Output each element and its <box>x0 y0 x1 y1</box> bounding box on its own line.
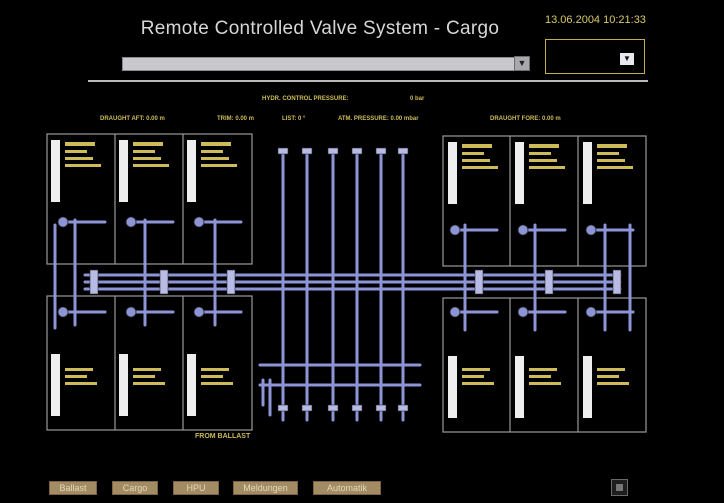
valve-actuator[interactable] <box>585 306 597 318</box>
draught-fore: DRAUGHT FORE: 0.00 m <box>490 116 561 122</box>
window-toggle-icon[interactable] <box>611 479 628 496</box>
valve-actuator[interactable] <box>125 216 137 228</box>
valve-actuator[interactable] <box>449 224 461 236</box>
valve[interactable] <box>397 147 409 155</box>
valve[interactable] <box>277 404 289 412</box>
valve[interactable] <box>612 269 622 295</box>
valve-actuator[interactable] <box>517 224 529 236</box>
valve-actuator[interactable] <box>517 306 529 318</box>
valve[interactable] <box>351 147 363 155</box>
from-ballast-label: FROM BALLAST <box>195 433 251 440</box>
tank-group-fore-lower <box>442 297 647 433</box>
window-title: Remote Controlled Valve System - Cargo <box>140 18 500 39</box>
tank-group-aft-upper <box>46 133 253 265</box>
tank-group-fore-upper <box>442 135 647 267</box>
tank-level-bar <box>51 354 60 416</box>
atm-pressure: ATM. PRESSURE: 0.00 mbar <box>338 116 419 122</box>
tank-level-bar <box>515 142 524 204</box>
valve[interactable] <box>474 269 484 295</box>
valve[interactable] <box>226 269 236 295</box>
valve-plant-diagram: FROM BALLAST <box>46 133 647 440</box>
valve-actuator[interactable] <box>449 306 461 318</box>
list: LIST: 0 ° <box>282 116 306 122</box>
valve[interactable] <box>277 147 289 155</box>
tank-level-bar <box>583 356 592 418</box>
valve-actuator[interactable] <box>57 216 69 228</box>
valve[interactable] <box>327 404 339 412</box>
tank-level-bar <box>515 356 524 418</box>
hydr-pressure-label: HYDR. CONTROL PRESSURE: <box>262 96 349 102</box>
valve[interactable] <box>544 269 554 295</box>
menu-button-cargo[interactable]: Cargo <box>112 481 158 495</box>
draught-aft: DRAUGHT AFT: 0.00 m <box>100 116 165 122</box>
login-box <box>545 39 645 74</box>
hydr-pressure-value: 0 bar <box>410 96 425 102</box>
tank-level-bar <box>119 354 128 416</box>
tank-level-bar <box>187 140 196 202</box>
tank-level-bar <box>51 140 60 202</box>
header-divider <box>88 80 648 82</box>
tank-level-bar <box>448 356 457 418</box>
valve[interactable] <box>375 147 387 155</box>
valve-actuator[interactable] <box>57 306 69 318</box>
tank-level-bar <box>187 354 196 416</box>
tank-group-aft-lower <box>46 295 253 431</box>
valve[interactable] <box>301 147 313 155</box>
valve-actuator[interactable] <box>125 306 137 318</box>
menu-button-automatik[interactable]: Automatik <box>313 481 381 495</box>
menu-button-hpu[interactable]: HPU <box>173 481 219 495</box>
valve[interactable] <box>327 147 339 155</box>
menu-button-meldungen[interactable]: Meldungen <box>233 481 298 495</box>
tank-level-bar <box>448 142 457 204</box>
login-button[interactable]: ▼ <box>620 53 634 65</box>
valve-actuator[interactable] <box>193 216 205 228</box>
tank-selector-dropdown-button[interactable]: ▼ <box>514 56 530 71</box>
valve-actuator[interactable] <box>193 306 205 318</box>
valve-actuator[interactable] <box>585 224 597 236</box>
trim: TRIM: 0.00 m <box>217 116 255 122</box>
tank-level-bar <box>583 142 592 204</box>
valve[interactable] <box>89 269 99 295</box>
valve[interactable] <box>397 404 409 412</box>
tank-selector[interactable] <box>122 57 519 71</box>
tank-level-bar <box>119 140 128 202</box>
valve[interactable] <box>159 269 169 295</box>
menu-button-ballast[interactable]: Ballast <box>49 481 97 495</box>
valve[interactable] <box>351 404 363 412</box>
datetime: 13.06.2004 10:21:33 <box>545 14 646 26</box>
valve[interactable] <box>301 404 313 412</box>
valve[interactable] <box>375 404 387 412</box>
